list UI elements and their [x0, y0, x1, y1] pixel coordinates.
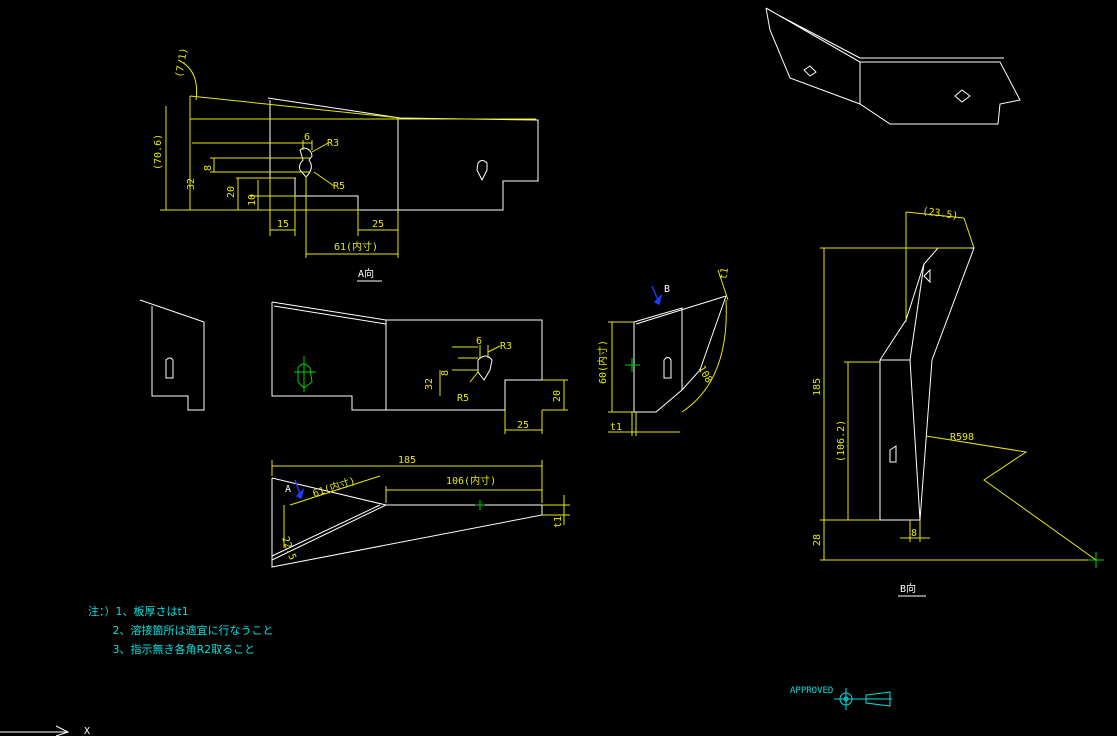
dim-15: 15	[277, 219, 289, 230]
dim-t1: t1	[553, 516, 564, 528]
left-side-view	[139, 299, 205, 411]
dim-8: 8	[911, 528, 917, 539]
side-view: t1 60(内寸) t1 108 B	[596, 267, 731, 436]
dim-6: 6	[304, 132, 310, 143]
dim-8: 8	[203, 165, 214, 171]
dim-60: 60(内寸)	[596, 340, 609, 384]
dim-32: 32	[424, 378, 435, 390]
dim-25: 25	[517, 420, 529, 431]
dim-23-5: (23.5)	[922, 206, 959, 222]
dim-106: 106(内寸)	[446, 474, 496, 487]
dim-r598: R598	[950, 432, 974, 443]
ucs-axis: X	[0, 725, 90, 736]
dim-20: 20	[552, 390, 563, 402]
keyhole-slot	[476, 160, 488, 182]
dim-r3: R3	[327, 138, 339, 149]
dim-185: 185	[812, 378, 823, 396]
note-1: 注：）1、板厚さはt1	[88, 605, 189, 618]
dim-6: 6	[476, 336, 482, 347]
dim-22-5: 22.5	[279, 535, 298, 561]
dim-61: 61(内寸)	[334, 240, 378, 253]
dim-8: 8	[440, 370, 451, 376]
plan-view: 185 61(内寸) 106(内寸) 22.5 t1 A	[271, 455, 570, 568]
keyhole-slot	[298, 147, 313, 178]
notes: 注：）1、板厚さはt1 2、溶接箇所は適宜に行なうこと 3、指示無き各角R2取る…	[88, 602, 273, 659]
top-view: (7.1) (70.6) 32 8 6 R3 R5 20 10 15 25 61…	[153, 47, 539, 282]
note-2: 2、溶接箇所は適宜に行なうこと	[88, 624, 274, 637]
dim-7-1: (7.1)	[174, 47, 190, 79]
dim-25: 25	[372, 219, 384, 230]
arrow-label-b: B	[664, 284, 670, 295]
note-3: 3、指示無き各角R2取ること	[88, 643, 256, 656]
dim-t1: t1	[718, 267, 731, 281]
dim-70-6: (70.6)	[153, 134, 164, 170]
dim-20: 20	[226, 186, 237, 198]
arrow-label-a: A	[285, 484, 291, 495]
b-view: (23.5) 185 (106.2) R598 28 8 B向	[812, 206, 1104, 597]
view-label-a: A向	[358, 267, 374, 280]
isometric-view	[765, 7, 1021, 125]
dim-28: 28	[812, 534, 823, 546]
dim-r3: R3	[500, 341, 512, 352]
dim-32: 32	[186, 178, 197, 190]
axis-x-label: X	[84, 726, 90, 736]
approved-label: APPROVED	[790, 686, 833, 696]
view-label-b: B向	[900, 582, 916, 595]
dim-r5: R5	[333, 181, 345, 192]
dim-106-2: (106.2)	[836, 420, 847, 462]
dim-t1: t1	[610, 422, 622, 433]
dim-185: 185	[398, 455, 416, 466]
front-view: 6 R3 8 32 R5 25 20	[271, 301, 568, 434]
dim-10: 10	[247, 194, 258, 206]
dim-108: 108	[695, 364, 714, 385]
approved-stamp: APPROVED	[790, 686, 892, 710]
dim-r5: R5	[457, 393, 469, 404]
